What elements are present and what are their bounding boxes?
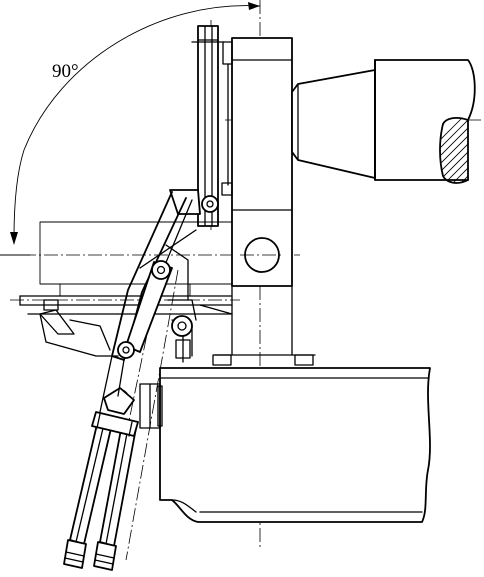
angle-label: 90° [52, 61, 79, 82]
shaft [374, 59, 476, 184]
column-bore [240, 237, 284, 273]
arbor-taper [291, 69, 376, 179]
cylinder-head [91, 355, 139, 437]
link-bracket [175, 335, 191, 363]
vertical-slide [191, 25, 225, 227]
shaft-section-hatch [440, 117, 468, 183]
base-body [139, 367, 431, 523]
spindle-column [212, 37, 316, 366]
clamp-cylinder-right [93, 423, 137, 571]
fixture-table [10, 221, 240, 357]
angle-dimension: 90° [0, 2, 261, 256]
